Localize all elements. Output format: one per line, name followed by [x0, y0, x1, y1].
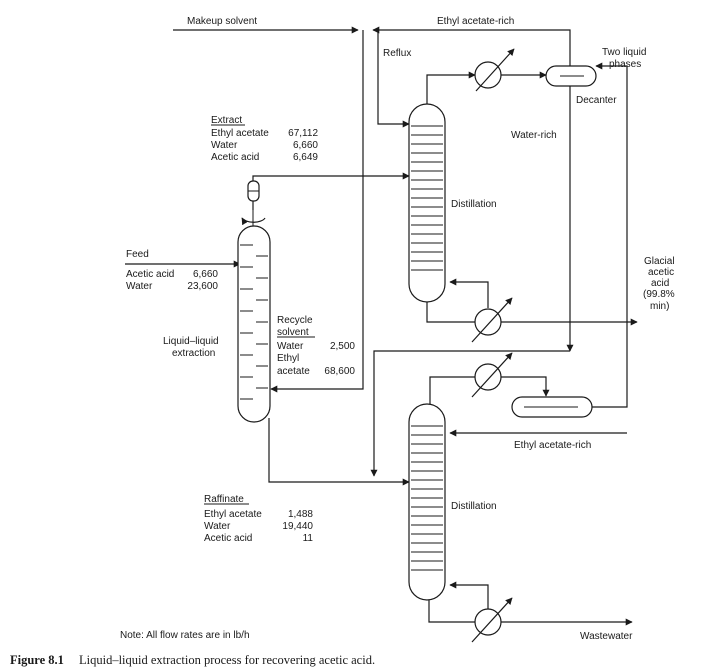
recycle-title: Recycle: [277, 315, 313, 326]
agitator-motor-icon: [241, 180, 266, 226]
reflux-label: Reflux: [383, 48, 411, 59]
lower-decanter-return-line: [590, 62, 628, 408]
ethyl-acetate-rich-return-line: [372, 26, 571, 66]
upper-decanter: [545, 65, 597, 87]
lower-decanter: [511, 396, 593, 418]
raffinate-component-value: 1,488: [288, 509, 313, 520]
extract-title: Extract: [211, 115, 242, 126]
decanter-label: Decanter: [576, 95, 617, 106]
upper-overhead-line: [426, 71, 476, 104]
water-rich-label: Water-rich: [511, 130, 557, 141]
lower-distillation-label: Distillation: [451, 501, 497, 512]
recycle-ea-value: 68,600: [324, 366, 355, 377]
raffinate-component-value: 11: [303, 533, 314, 544]
lle-label: Liquid–liquid: [163, 336, 219, 347]
makeup-solvent-label: Makeup solvent: [187, 16, 257, 27]
two-liquid-phases-label: Two liquid: [602, 47, 646, 58]
upper-reboiler-icon: [471, 297, 513, 343]
lower-overhead-line: [429, 376, 475, 404]
recycle-ea-name: Ethyl: [277, 353, 299, 364]
solvent-recycle-line: [270, 30, 364, 393]
recycle-ea-name-2: acetate: [277, 366, 310, 377]
feed-component-name: Water: [126, 281, 153, 292]
extract-component-name: Water: [211, 140, 238, 151]
lower-reboiler-return-line: [449, 581, 489, 610]
glacial-acetic-acid-label-4: (99.8%: [643, 289, 675, 300]
glacial-acetic-acid-label: Glacial: [644, 256, 675, 267]
extraction-column: [237, 225, 271, 423]
upper-distillation-column: [408, 103, 446, 303]
water-rich-feed-line: [370, 350, 570, 477]
flow-rate-note: Note: All flow rates are in lb/h: [120, 630, 250, 641]
recycle-title-2: solvent: [277, 327, 309, 338]
upper-reboiler-return-line: [449, 278, 489, 308]
upper-distillation-label: Distillation: [451, 199, 497, 210]
extract-line: [252, 172, 410, 210]
upper-bottoms-line: [426, 300, 475, 323]
recycle-water-name: Water: [277, 341, 304, 352]
raffinate-line: [268, 418, 410, 486]
lower-reboiler-icon: [471, 597, 513, 643]
raffinate-component-name: Acetic acid: [204, 533, 252, 544]
raffinate-title: Raffinate: [204, 494, 244, 505]
upper-condenser-icon: [474, 48, 515, 92]
feed-label: Feed: [126, 249, 149, 260]
wastewater-label: Wastewater: [580, 631, 633, 642]
raffinate-component-name: Water: [204, 521, 231, 532]
raffinate-component-value: 19,440: [282, 521, 313, 532]
glacial-acetic-acid-label-2: acetic: [648, 267, 674, 278]
extract-component-value: 67,112: [288, 128, 318, 139]
raffinate-component-name: Ethyl acetate: [204, 509, 262, 520]
lower-condenser-icon: [471, 352, 513, 398]
glacial-acetic-acid-label-3: acid: [651, 278, 669, 289]
extract-component-name: Ethyl acetate: [211, 128, 269, 139]
ethyl-acetate-rich-bottom-label: Ethyl acetate-rich: [514, 440, 591, 451]
glacial-acetic-acid-label-5: min): [650, 301, 669, 312]
extract-component-name: Acetic acid: [211, 152, 259, 163]
ethyl-acetate-rich-top-label: Ethyl acetate-rich: [437, 16, 514, 27]
lower-bottoms-line: [428, 597, 475, 623]
lower-condenser-outlet-line: [501, 376, 550, 397]
two-liquid-phases-label-2: phases: [609, 59, 641, 70]
reflux-line: [377, 30, 410, 128]
feed-component-value: 23,600: [187, 281, 218, 292]
extract-component-value: 6,649: [293, 152, 318, 163]
recycle-water-value: 2,500: [330, 341, 355, 352]
extract-component-value: 6,660: [293, 140, 318, 151]
lle-label-2: extraction: [172, 348, 215, 359]
figure-caption-text: Liquid–liquid extraction process for rec…: [79, 653, 375, 667]
feed-component-value: 6,660: [193, 269, 218, 280]
lower-distillation-column: [408, 403, 446, 601]
feed-component-name: Acetic acid: [126, 269, 174, 280]
figure-caption-number: Figure 8.1: [10, 653, 64, 667]
